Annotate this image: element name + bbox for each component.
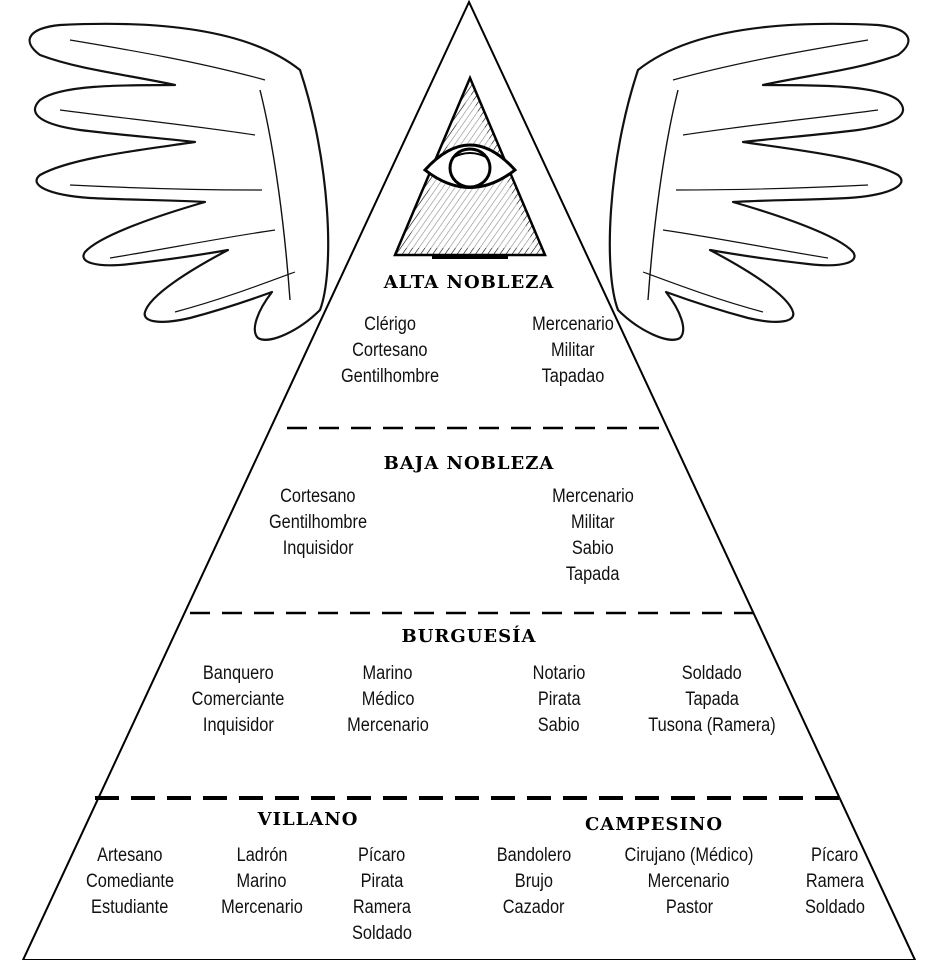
role-label: Mercenario <box>648 869 730 895</box>
role-label: Soldado <box>805 895 865 921</box>
role-label: Ramera <box>806 869 864 895</box>
role-label: Clérigo <box>364 312 416 338</box>
role-label: Tapada <box>685 687 739 713</box>
role-label: Tapadao <box>542 364 605 390</box>
heading-burguesia: BURGUESÍA <box>401 626 536 647</box>
role-label: Marino <box>237 869 287 895</box>
left-wing-icon <box>30 24 329 340</box>
role-label: Comerciante <box>192 687 285 713</box>
role-label: Comediante <box>86 869 174 895</box>
role-label: Notario <box>533 661 586 687</box>
right-wing-icon <box>610 24 909 340</box>
role-label: Cirujano (Médico) <box>625 843 754 869</box>
role-label: Mercenario <box>532 312 614 338</box>
role-label: Cortesano <box>280 484 355 510</box>
role-label: Banquero <box>203 661 274 687</box>
villano-col-3: Pícaro Pirata Ramera Soldado <box>347 843 417 947</box>
villano-col-1: Artesano Comediante Estudiante <box>79 843 181 921</box>
role-label: Soldado <box>682 661 742 687</box>
heading-alta-nobleza: ALTA NOBLEZA <box>384 272 555 293</box>
campesino-col-2: Cirujano (Médico) Mercenario Pastor <box>614 843 764 921</box>
baja-col-1: Cortesano Gentilhombre Inquisidor <box>261 484 375 562</box>
burguesia-col-1: Banquero Comerciante Inquisidor <box>184 661 292 739</box>
role-label: Ladrón <box>237 843 288 869</box>
alta-col-2: Mercenario Militar Tapadao <box>525 312 620 390</box>
role-label: Artesano <box>97 843 162 869</box>
role-label: Médico <box>362 687 415 713</box>
role-label: Cortesano <box>352 338 427 364</box>
role-label: Inquisidor <box>283 536 354 562</box>
role-label: Tapada <box>566 562 620 588</box>
role-label: Bandolero <box>497 843 571 869</box>
role-label: Mercenario <box>221 895 303 921</box>
role-label: Pastor <box>665 895 712 921</box>
burguesia-col-4: Soldado Tapada Tusona (Ramera) <box>638 661 786 739</box>
role-label: Mercenario <box>552 484 634 510</box>
role-label: Pícaro <box>358 843 405 869</box>
villano-col-2: Ladrón Marino Mercenario <box>214 843 309 921</box>
role-label: Brujo <box>515 869 553 895</box>
role-label: Tusona (Ramera) <box>648 713 775 739</box>
role-label: Sabio <box>538 713 580 739</box>
baja-col-2: Mercenario Militar Sabio Tapada <box>545 484 640 588</box>
role-label: Militar <box>571 510 615 536</box>
role-label: Cazador <box>503 895 565 921</box>
campesino-col-1: Bandolero Brujo Cazador <box>491 843 578 921</box>
role-label: Pirata <box>361 869 404 895</box>
role-label: Militar <box>551 338 595 364</box>
role-label: Inquisidor <box>203 713 274 739</box>
role-label: Gentilhombre <box>341 364 439 390</box>
role-label: Sabio <box>572 536 614 562</box>
role-label: Pirata <box>538 687 581 713</box>
campesino-col-3: Pícaro Ramera Soldado <box>800 843 870 921</box>
role-label: Mercenario <box>347 713 429 739</box>
burguesia-col-2: Marino Médico Mercenario <box>340 661 435 739</box>
role-label: Estudiante <box>91 895 168 921</box>
role-label: Pícaro <box>811 843 858 869</box>
role-label: Gentilhombre <box>269 510 367 536</box>
burguesia-col-3: Notario Pirata Sabio <box>528 661 589 739</box>
heading-baja-nobleza: BAJA NOBLEZA <box>384 453 555 474</box>
role-label: Marino <box>363 661 413 687</box>
alta-col-1: Clérigo Cortesano Gentilhombre <box>333 312 447 390</box>
heading-villano: VILLANO <box>258 809 359 830</box>
role-label: Ramera <box>353 895 411 921</box>
heading-campesino: CAMPESINO <box>585 814 723 835</box>
role-label: Soldado <box>352 921 412 947</box>
